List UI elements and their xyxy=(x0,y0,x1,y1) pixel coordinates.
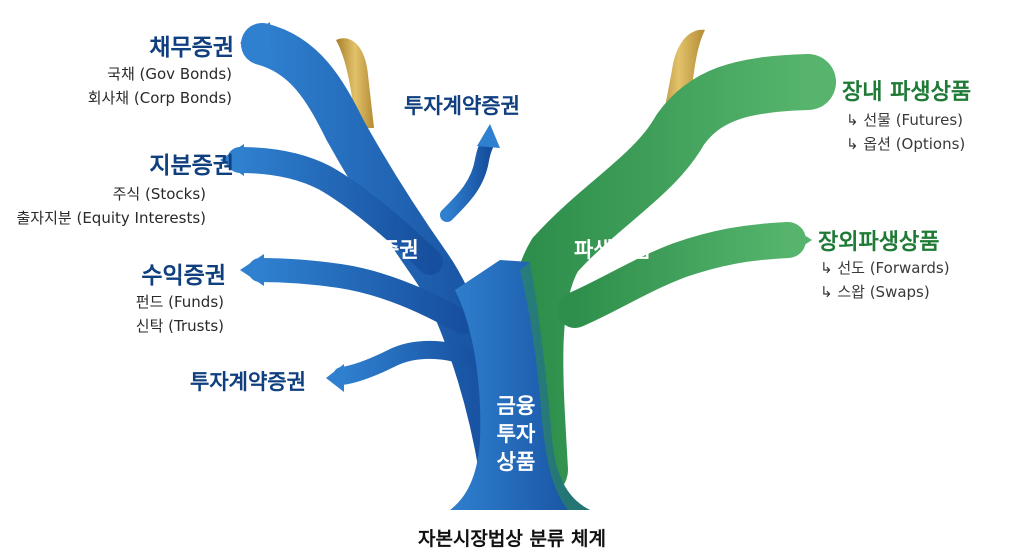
gold-ribbon-left xyxy=(336,38,374,128)
root-line: 금융 xyxy=(496,394,536,418)
investment-contract-top-title: 투자계약증권 xyxy=(404,94,520,118)
securities-branch-label: 증권 xyxy=(380,238,419,262)
derivatives-branch xyxy=(507,54,836,498)
root-line: 투자 xyxy=(496,422,536,446)
arrowhead-debt-securities xyxy=(240,22,272,66)
list-item: ↳ 선도 (Forwards) xyxy=(820,259,950,277)
arrowhead-exchange-derivatives xyxy=(800,58,836,110)
root-label: 금융 투자 상품 xyxy=(476,392,556,476)
arrowhead-equity-securities xyxy=(220,144,244,176)
investment-contract-left-title: 투자계약증권 xyxy=(190,370,306,394)
arrowhead-beneficiary-securities xyxy=(240,254,264,286)
root-line: 상품 xyxy=(496,450,536,474)
arrowhead-otc-derivatives xyxy=(784,222,812,258)
derivatives-branch-label: 파생상품 xyxy=(574,238,652,262)
arrowhead-investment-contract-top xyxy=(477,124,500,148)
list-item: 국채 (Gov Bonds) xyxy=(107,65,232,83)
otc-derivatives-items: ↳ 선도 (Forwards) ↳ 스왑 (Swaps) xyxy=(820,256,950,304)
list-item: 펀드 (Funds) xyxy=(135,293,224,311)
equity-securities-items: 주식 (Stocks) 출자지분 (Equity Interests) xyxy=(17,182,207,230)
beneficiary-securities-title: 수익증권 xyxy=(141,263,226,289)
tree-trunk xyxy=(450,260,590,510)
equity-securities-title: 지분증권 xyxy=(149,153,234,179)
exchange-derivatives-items: ↳ 선물 (Futures) ↳ 옵션 (Options) xyxy=(846,108,965,156)
beneficiary-securities-items: 펀드 (Funds) 신탁 (Trusts) xyxy=(136,290,224,338)
list-item: ↳ 스왑 (Swaps) xyxy=(820,283,930,301)
debt-securities-title: 채무증권 xyxy=(149,35,234,61)
debt-securities-items: 국채 (Gov Bonds) 회사채 (Corp Bonds) xyxy=(88,62,232,110)
otc-derivatives-title: 장외파생상품 xyxy=(818,230,940,255)
list-item: ↳ 옵션 (Options) xyxy=(846,135,966,153)
diagram-caption: 자본시장법상 분류 체계 xyxy=(417,528,607,550)
list-item: ↳ 선물 (Futures) xyxy=(846,111,963,129)
list-item: 주식 (Stocks) xyxy=(112,185,206,203)
list-item: 출자지분 (Equity Interests) xyxy=(16,209,207,227)
list-item: 신탁 (Trusts) xyxy=(135,317,224,335)
exchange-derivatives-title: 장내 파생상품 xyxy=(842,80,972,105)
list-item: 회사채 (Corp Bonds) xyxy=(87,89,232,107)
arrowhead-investment-contract-left xyxy=(326,364,344,392)
trunk-green-tint xyxy=(520,262,590,510)
